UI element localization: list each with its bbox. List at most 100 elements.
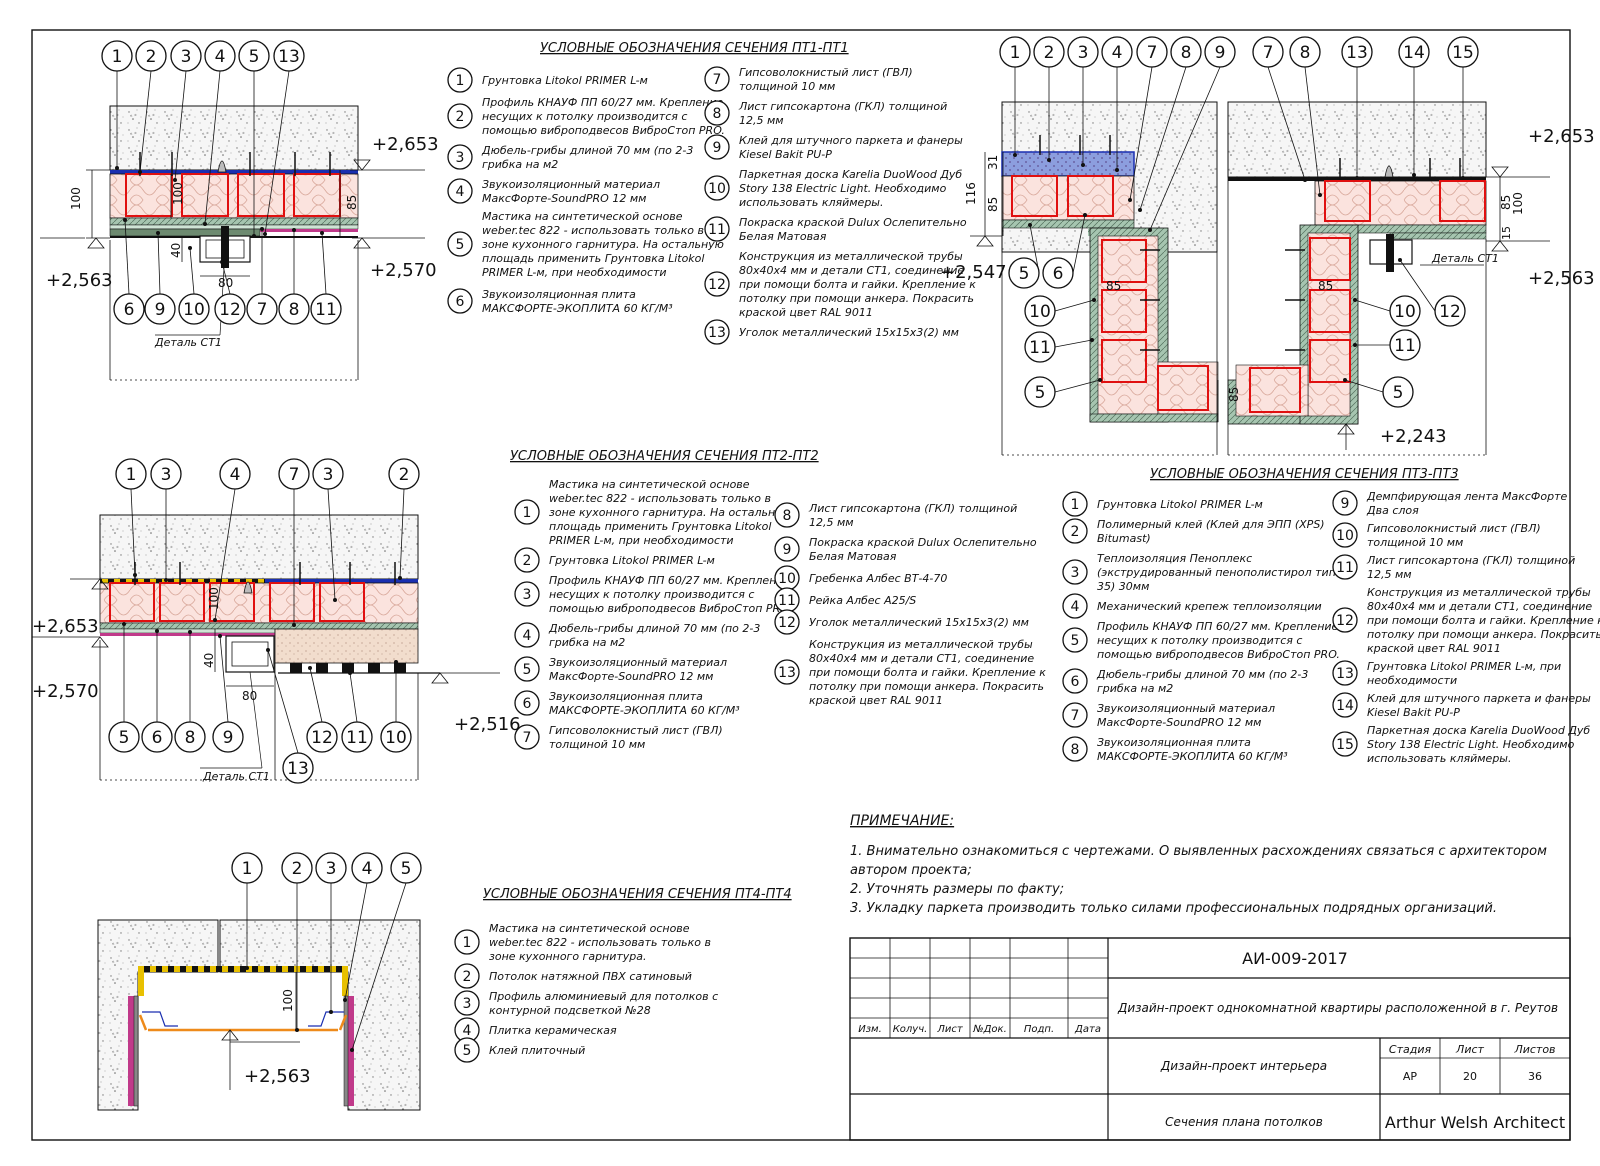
pt3-top-marker-9-number: 13 bbox=[1346, 43, 1368, 63]
pt1-bottom-marker-2-number: 10 bbox=[183, 300, 205, 320]
pt1-legend-r-text-11-0: Покраска краской Dulux Ослепительно bbox=[739, 216, 967, 229]
pt3-detail-label: Деталь СТ1 bbox=[1431, 252, 1499, 265]
pt3-top-marker-3-number: 4 bbox=[1112, 43, 1123, 63]
pt1-legend-r-marker-10-number: 10 bbox=[708, 181, 726, 197]
pt1-legend-l-marker-5: 5 bbox=[447, 231, 473, 257]
pt1-legend-r-marker-13: 13 bbox=[704, 319, 730, 345]
pt3-legend-l-text-3-1: (экструдированный пенополистирол тип bbox=[1097, 566, 1336, 579]
pt4-legend-text-2-0: Потолок натяжной ПВХ сатиновый bbox=[489, 970, 692, 983]
pt2-dim-d: 40 bbox=[202, 653, 216, 668]
pt2-top-marker-3-number: 7 bbox=[289, 465, 300, 485]
pt1-legend-r-text-12-3: потолку при помощи анкера. Покрасить bbox=[739, 292, 974, 305]
pt2-legend-r-text-10-0: Гребенка Албес ВТ-4-70 bbox=[809, 572, 947, 585]
pt2-legend-r-marker-11-number: 11 bbox=[778, 593, 796, 609]
stage-value: АР bbox=[1403, 1070, 1418, 1083]
pt2-legend-l-marker-2-number: 2 bbox=[523, 553, 532, 569]
pt4-top-marker-1-number: 2 bbox=[292, 859, 303, 879]
pt4-top-marker-0: 1 bbox=[231, 852, 263, 884]
pt2-legend-r-text-13-0: Конструкция из металлической трубы bbox=[809, 638, 1033, 651]
note-line-3: 2. Уточнять размеры по факту; bbox=[850, 882, 1064, 897]
pt1-legend-r-text-8-1: 12,5 мм bbox=[739, 114, 784, 127]
pt1-legend-l-marker-1-number: 1 bbox=[456, 73, 465, 89]
pt1-dim-e: 80 bbox=[218, 276, 233, 290]
pt3-left-marker-1: 6 bbox=[1042, 257, 1074, 289]
sheet-head: Лист bbox=[1455, 1043, 1484, 1056]
pt3-legend-l-marker-5-number: 5 bbox=[1071, 633, 1080, 649]
pt2-legend-l-text-7-0: Гипсоволокнистый лист (ГВЛ) bbox=[549, 724, 723, 737]
pt2-legend-l-text-4-1: грибка на м2 bbox=[549, 636, 625, 649]
pt3-legend-l-text-7-0: Звукоизоляционный материал bbox=[1097, 702, 1275, 715]
pt3-legend-r-text-14-0: Клей для штучного паркета и фанеры bbox=[1367, 692, 1591, 705]
pt3-legend-l-text-1-0: Грунтовка Litokol PRIMER L-м bbox=[1097, 498, 1263, 511]
note-line-4: 3. Укладку паркета производить только си… bbox=[850, 901, 1497, 916]
pt3-left-marker-4: 5 bbox=[1024, 376, 1056, 408]
pt2-bottom-marker-5: 12 bbox=[306, 721, 338, 753]
pt3-top-marker-8: 8 bbox=[1289, 36, 1321, 68]
pt3-top-marker-10: 14 bbox=[1398, 36, 1430, 68]
pt3-dim-b: 85 bbox=[986, 197, 1000, 212]
pt3-legend-l-marker-2: 2 bbox=[1062, 518, 1088, 544]
pt3-top-marker-11: 15 bbox=[1447, 36, 1479, 68]
pt2-legend-l-text-3-0: Профиль КНАУФ ПП 60/27 мм. Крепление bbox=[549, 574, 791, 587]
pt2-legend-r-text-13-3: потолку при помощи анкера. Покрасить bbox=[809, 680, 1044, 693]
pt1-detail-label: Деталь СТ1 bbox=[154, 336, 222, 349]
pt3-legend-r-marker-15-number: 15 bbox=[1336, 737, 1354, 753]
pt1-legend-r-text-7-0: Гипсоволокнистый лист (ГВЛ) bbox=[739, 66, 913, 79]
pt3-dim-g: 100 bbox=[1511, 192, 1525, 215]
pt2-legend-l-marker-5: 5 bbox=[514, 656, 540, 682]
pt1-legend-l-text-4-0: Звукоизоляционный материал bbox=[482, 178, 660, 191]
pt3-left-marker-3-number: 11 bbox=[1029, 338, 1051, 358]
pt4-title: УСЛОВНЫЕ ОБОЗНАЧЕНИЯ СЕЧЕНИЯ ПТ4-ПТ4 bbox=[483, 887, 792, 902]
pt3-legend-r-text-12-0: Конструкция из металлической трубы bbox=[1367, 586, 1591, 599]
pt1-legend-r-text-12-4: краской цвет RAL 9011 bbox=[739, 306, 873, 319]
pt3-legend-r-text-15-2: использовать кляймеры. bbox=[1367, 752, 1512, 765]
pt1-legend-l-text-3-1: грибка на м2 bbox=[482, 158, 558, 171]
pt3-legend-r-text-15-0: Паркетная доска Karelia DuoWood Дуб bbox=[1367, 724, 1590, 737]
pt3-legend-l-marker-5: 5 bbox=[1062, 627, 1088, 653]
pt2-legend-l-text-4-0: Дюбель-грибы длиной 70 мм (по 2-3 bbox=[548, 622, 760, 635]
pt3-legend-r-text-9-1: Два слоя bbox=[1366, 504, 1419, 517]
pt3-right-marker-2-number: 11 bbox=[1394, 336, 1416, 356]
pt1-legend-r-marker-11: 11 bbox=[704, 216, 730, 242]
pt1-top-marker-3-number: 4 bbox=[215, 47, 226, 67]
pt2-bottom-marker-1-number: 6 bbox=[152, 728, 163, 748]
pt4-legend-marker-4-number: 4 bbox=[463, 1023, 472, 1039]
pt4-legend-marker-2-number: 2 bbox=[463, 969, 472, 985]
pt3-legend-r-marker-13: 13 bbox=[1332, 660, 1358, 686]
pt2-level-top: +2,653 bbox=[32, 616, 99, 637]
pt2-legend-l-marker-7-number: 7 bbox=[523, 730, 532, 746]
pt2-top-marker-0: 1 bbox=[115, 458, 147, 490]
pt3-legend-l-text-6-1: грибка на м2 bbox=[1097, 682, 1173, 695]
pt2-legend-r-text-11-0: Рейка Албес А25/S bbox=[809, 594, 916, 607]
pt1-title: УСЛОВНЫЕ ОБОЗНАЧЕНИЯ СЕЧЕНИЯ ПТ1-ПТ1 bbox=[540, 41, 849, 56]
pt3-legend-l-text-5-2: помощью виброподвесов ВиброСтоп PRO. bbox=[1097, 648, 1340, 661]
pt4-legend-marker-3: 3 bbox=[454, 990, 480, 1016]
pt2-legend-l-text-3-2: помощью виброподвесов ВиброСтоп PRO. bbox=[549, 602, 792, 615]
pt2-bottom-marker-6-number: 11 bbox=[346, 728, 368, 748]
sheet-frame bbox=[31, 29, 1571, 1141]
pt1-legend-l-text-2-2: помощью виброподвесов ВиброСтоп PRO. bbox=[482, 124, 725, 137]
pt3-legend-r-text-13-0: Грунтовка Litokol PRIMER L-м, при bbox=[1367, 660, 1561, 673]
pt1-legend-l-text-1-0: Грунтовка Litokol PRIMER L-м bbox=[482, 74, 648, 87]
pt3-top-marker-3: 4 bbox=[1101, 36, 1133, 68]
sheet-value: 20 bbox=[1463, 1070, 1477, 1083]
pt2-legend-r-text-13-1: 80х40х4 мм и детали СТ1, соединение bbox=[809, 652, 1034, 665]
pt3-top-marker-1: 2 bbox=[1033, 36, 1065, 68]
pt2-title: УСЛОВНЫЕ ОБОЗНАЧЕНИЯ СЕЧЕНИЯ ПТ2-ПТ2 bbox=[510, 449, 819, 464]
pt2-dim-e: 80 bbox=[242, 689, 257, 703]
col-koluch: Колуч. bbox=[893, 1024, 928, 1035]
